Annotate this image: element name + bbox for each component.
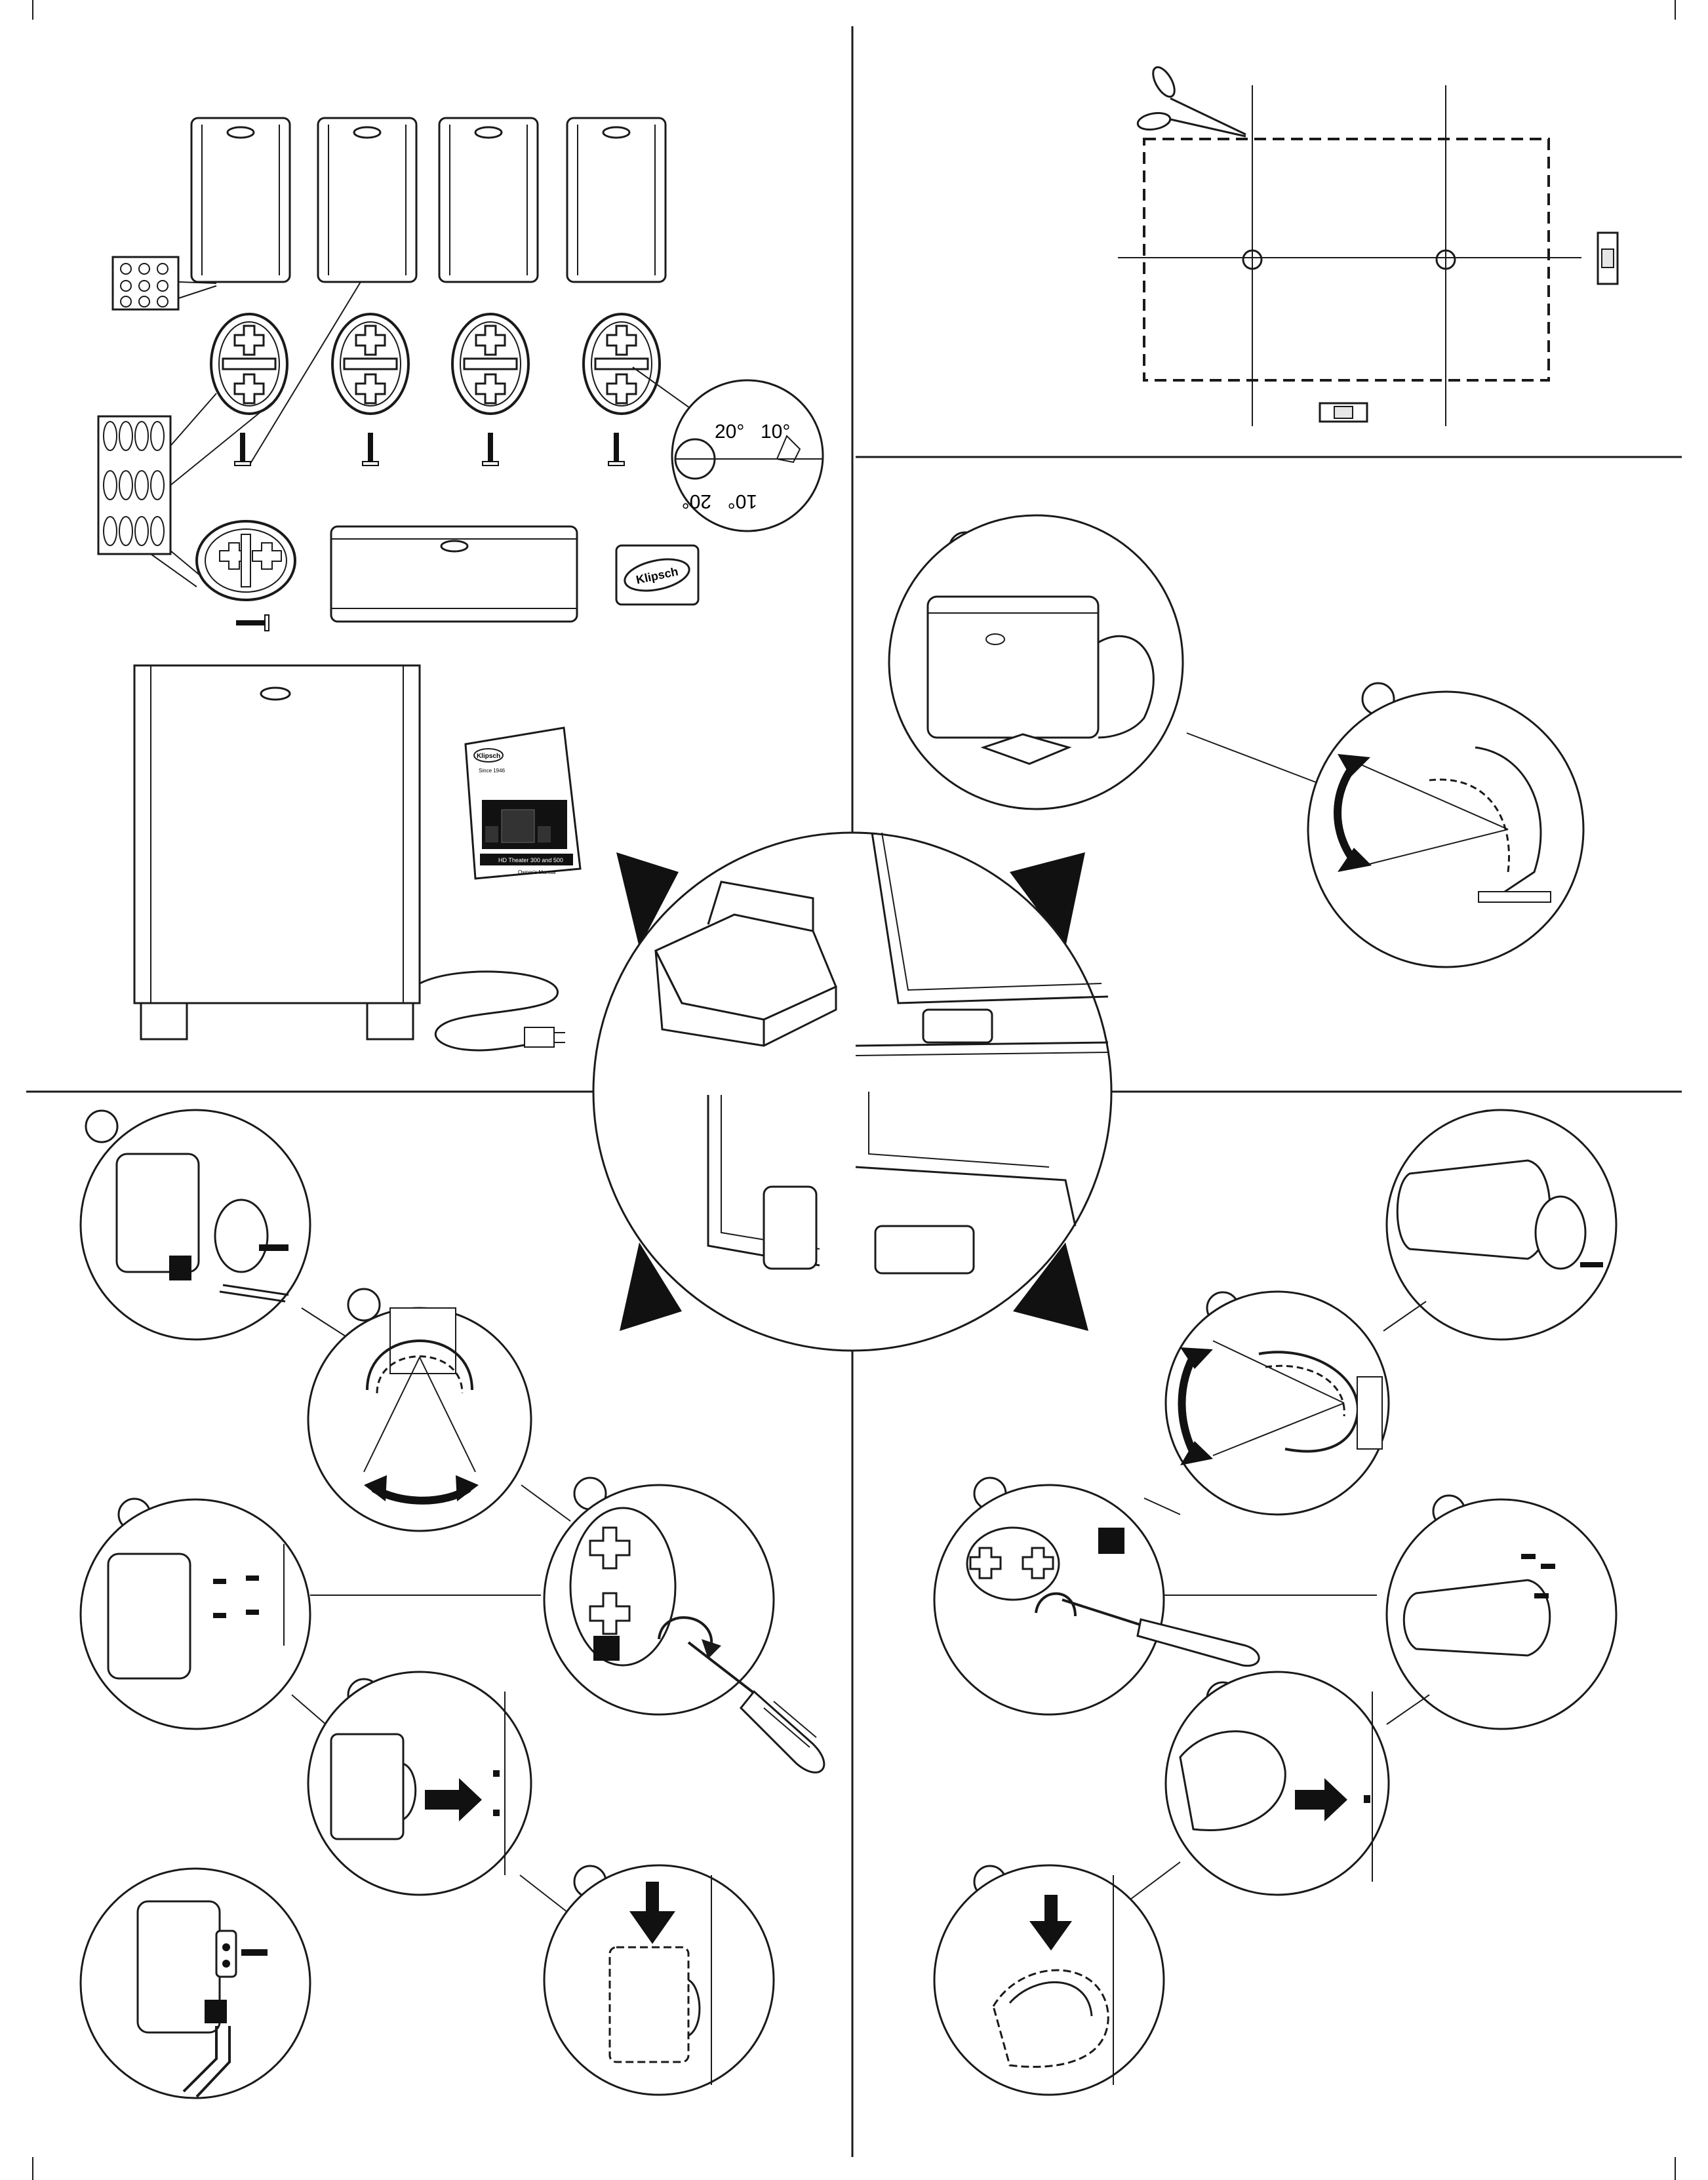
mounting-bracket (211, 314, 287, 414)
dial-label: 20° (682, 490, 711, 512)
dial-label: 10° (761, 421, 790, 443)
bracket-screw (483, 433, 498, 466)
mounting-bracket (452, 314, 528, 414)
level-icon (1598, 233, 1618, 284)
dial-label: 10° (728, 490, 757, 512)
dial-label: 20° (715, 421, 744, 443)
bracket-screw (363, 433, 378, 466)
mounting-bracket (584, 314, 660, 414)
mounting-bracket (332, 314, 408, 414)
center-speaker (331, 526, 577, 622)
satellite-speaker (318, 118, 416, 282)
satellite-speaker (439, 118, 538, 282)
satellite-speaker (567, 118, 665, 282)
owners-manual: Klipsch Since 1946 HD Theater 300 and 50… (466, 728, 580, 879)
wall-template (1118, 64, 1618, 426)
placement-overview (593, 833, 1111, 1351)
manual-title: HD Theater 300 and 500 (498, 857, 563, 863)
bracket-screw (608, 433, 624, 466)
scissors-icon (1136, 64, 1246, 136)
bracket-screw (235, 433, 250, 466)
manual-tagline: Since 1946 (479, 768, 506, 774)
manual-subtitle: Owner's Manual (518, 869, 556, 875)
center-bracket (197, 521, 295, 600)
center-screw (236, 615, 269, 631)
level-icon (1320, 403, 1367, 422)
logo-badge: Klipsch (616, 545, 698, 604)
angle-dial-detail: 20° 10° 20° 10° (672, 380, 823, 531)
satellite-speaker (191, 118, 290, 282)
manual-brand: Klipsch (477, 753, 500, 760)
